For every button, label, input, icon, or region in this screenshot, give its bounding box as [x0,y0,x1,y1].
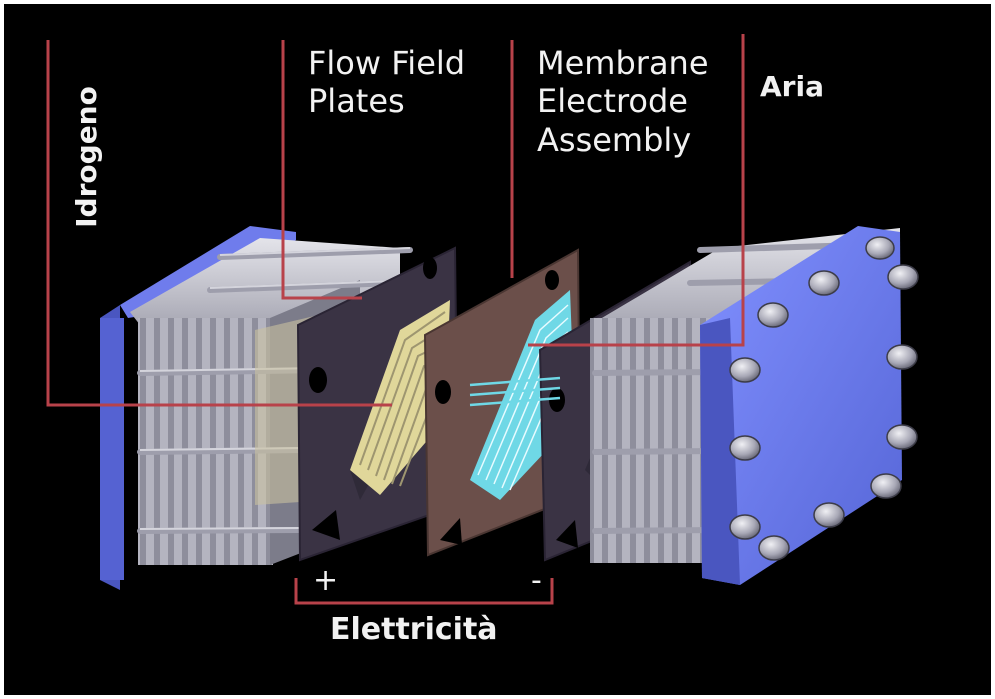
leader-lines [46,34,745,605]
positive-terminal-label: + [313,563,339,598]
right-end-plate [590,226,902,585]
flow-field-leader [281,40,362,300]
idrogeno-leader [46,40,392,407]
membrane-line-2: Electrode [537,82,688,121]
elettricita-label: Elettricità [330,612,498,647]
flow-field-line-1: Flow Field [308,44,466,82]
membrane-line-3: Assembly [537,120,692,159]
aria-label: Aria [760,70,824,103]
elettricita-bracket [294,578,554,605]
aria-leader [528,34,745,347]
membrane-electrode-assembly-label: Membrane Electrode Assembly [537,44,709,159]
flow-field-line-2: Plates [308,82,405,121]
idrogeno-label: Idrogeno [70,86,103,228]
negative-terminal-label: - [531,563,542,598]
hex-bolt-icon [729,236,919,561]
flow-field-plates-label: Flow Field Plates [308,44,465,121]
membrane-line-1: Membrane [537,44,709,82]
